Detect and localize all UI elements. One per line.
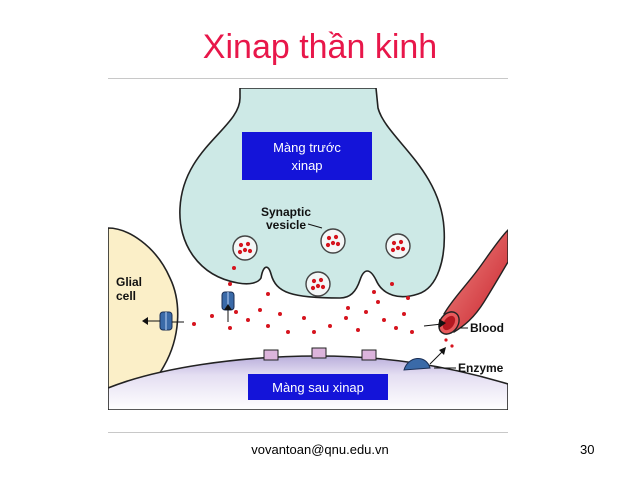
synapse-svg: Màng trước xinap Synaptic vesicle [107, 87, 509, 411]
blood-label: Blood [470, 321, 504, 335]
postsynaptic-receptors [263, 347, 377, 361]
slide-title: Xinap thần kinh [202, 28, 438, 66]
neurotransmitter-molecules [192, 266, 414, 334]
receptor [263, 349, 279, 361]
vesicle [385, 233, 411, 259]
enzyme-label: Enzyme [458, 361, 504, 375]
bottom-divider [108, 432, 508, 433]
presynaptic-terminal [179, 87, 446, 299]
vesicle [320, 228, 346, 254]
synaptic-vesicle-label-line2: vesicle [266, 218, 306, 232]
synaptic-vesicle-label-line1: Synaptic [261, 205, 311, 219]
presynaptic-label-line2: xinap [291, 158, 322, 173]
vesicle [305, 271, 331, 297]
postsynaptic-label: Màng sau xinap [272, 380, 364, 395]
receptor [361, 349, 377, 361]
vesicle-pointer [307, 223, 323, 229]
vesicle [232, 235, 258, 261]
enzyme [403, 338, 456, 371]
blood-vessel [423, 228, 509, 335]
glial-label-line2: cell [116, 289, 136, 303]
synapse-diagram: Màng trước xinap Synaptic vesicle [107, 87, 509, 411]
receptor [311, 347, 327, 359]
synaptic-vesicles [232, 228, 411, 297]
postsynaptic-label-box [248, 374, 388, 400]
glial-transporter [142, 311, 184, 331]
top-divider [108, 78, 508, 79]
page-number: 30 [580, 442, 595, 457]
presynaptic-label-line1: Màng trước [273, 140, 341, 155]
footer-email: vovantoan@qnu.edu.vn [251, 442, 389, 457]
reuptake-transporter [221, 291, 235, 322]
glial-label-line1: Glial [116, 275, 142, 289]
presynaptic-label-box [242, 132, 372, 180]
